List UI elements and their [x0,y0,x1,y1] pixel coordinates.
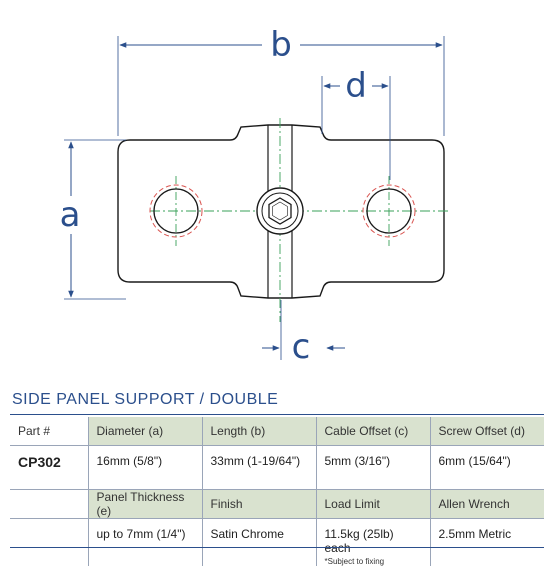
dimension-a-label: a [60,195,81,235]
value-allen-wrench: 2.5mm Metric [430,519,544,566]
header-finish: Finish [202,490,316,519]
value-length: 33mm (1-19/64") [202,446,316,490]
load-limit-text: 11.5kg (25lb) each [325,527,394,555]
spec-table: Part # Diameter (a) Length (b) Cable Off… [10,417,544,566]
dimension-d-label: d [345,66,367,106]
table-row: up to 7mm (1/4") Satin Chrome 11.5kg (25… [10,519,544,566]
product-title: SIDE PANEL SUPPORT / DOUBLE [12,391,278,409]
header-panel-thickness: Panel Thickness (e) [88,490,202,519]
title-divider [10,414,544,415]
value-load-limit: 11.5kg (25lb) each *Subject to fixing [316,519,430,566]
header-diameter: Diameter (a) [88,417,202,446]
part-label: Part # [10,417,88,446]
header-allen-wrench: Allen Wrench [430,490,544,519]
hex-screw-icon [257,188,303,234]
load-limit-note: *Subject to fixing [325,557,422,566]
value-diameter: 16mm (5/8") [88,446,202,490]
value-panel-thickness: up to 7mm (1/4") [88,519,202,566]
value-finish: Satin Chrome [202,519,316,566]
dimension-b-label: b [270,25,292,65]
table-bottom-rule [10,547,544,548]
technical-drawing: b d a c [0,0,554,380]
dimension-c-label: c [292,327,311,367]
header-load-limit: Load Limit [316,490,430,519]
value-cable-offset: 5mm (3/16") [316,446,430,490]
header-screw-offset: Screw Offset (d) [430,417,544,446]
part-number: CP302 [10,446,88,490]
header-cable-offset: Cable Offset (c) [316,417,430,446]
header-length: Length (b) [202,417,316,446]
table-header-row: Part # Diameter (a) Length (b) Cable Off… [10,417,544,446]
table-header-row: Panel Thickness (e) Finish Load Limit Al… [10,490,544,519]
value-screw-offset: 6mm (15/64") [430,446,544,490]
table-row: CP302 16mm (5/8") 33mm (1-19/64") 5mm (3… [10,446,544,490]
